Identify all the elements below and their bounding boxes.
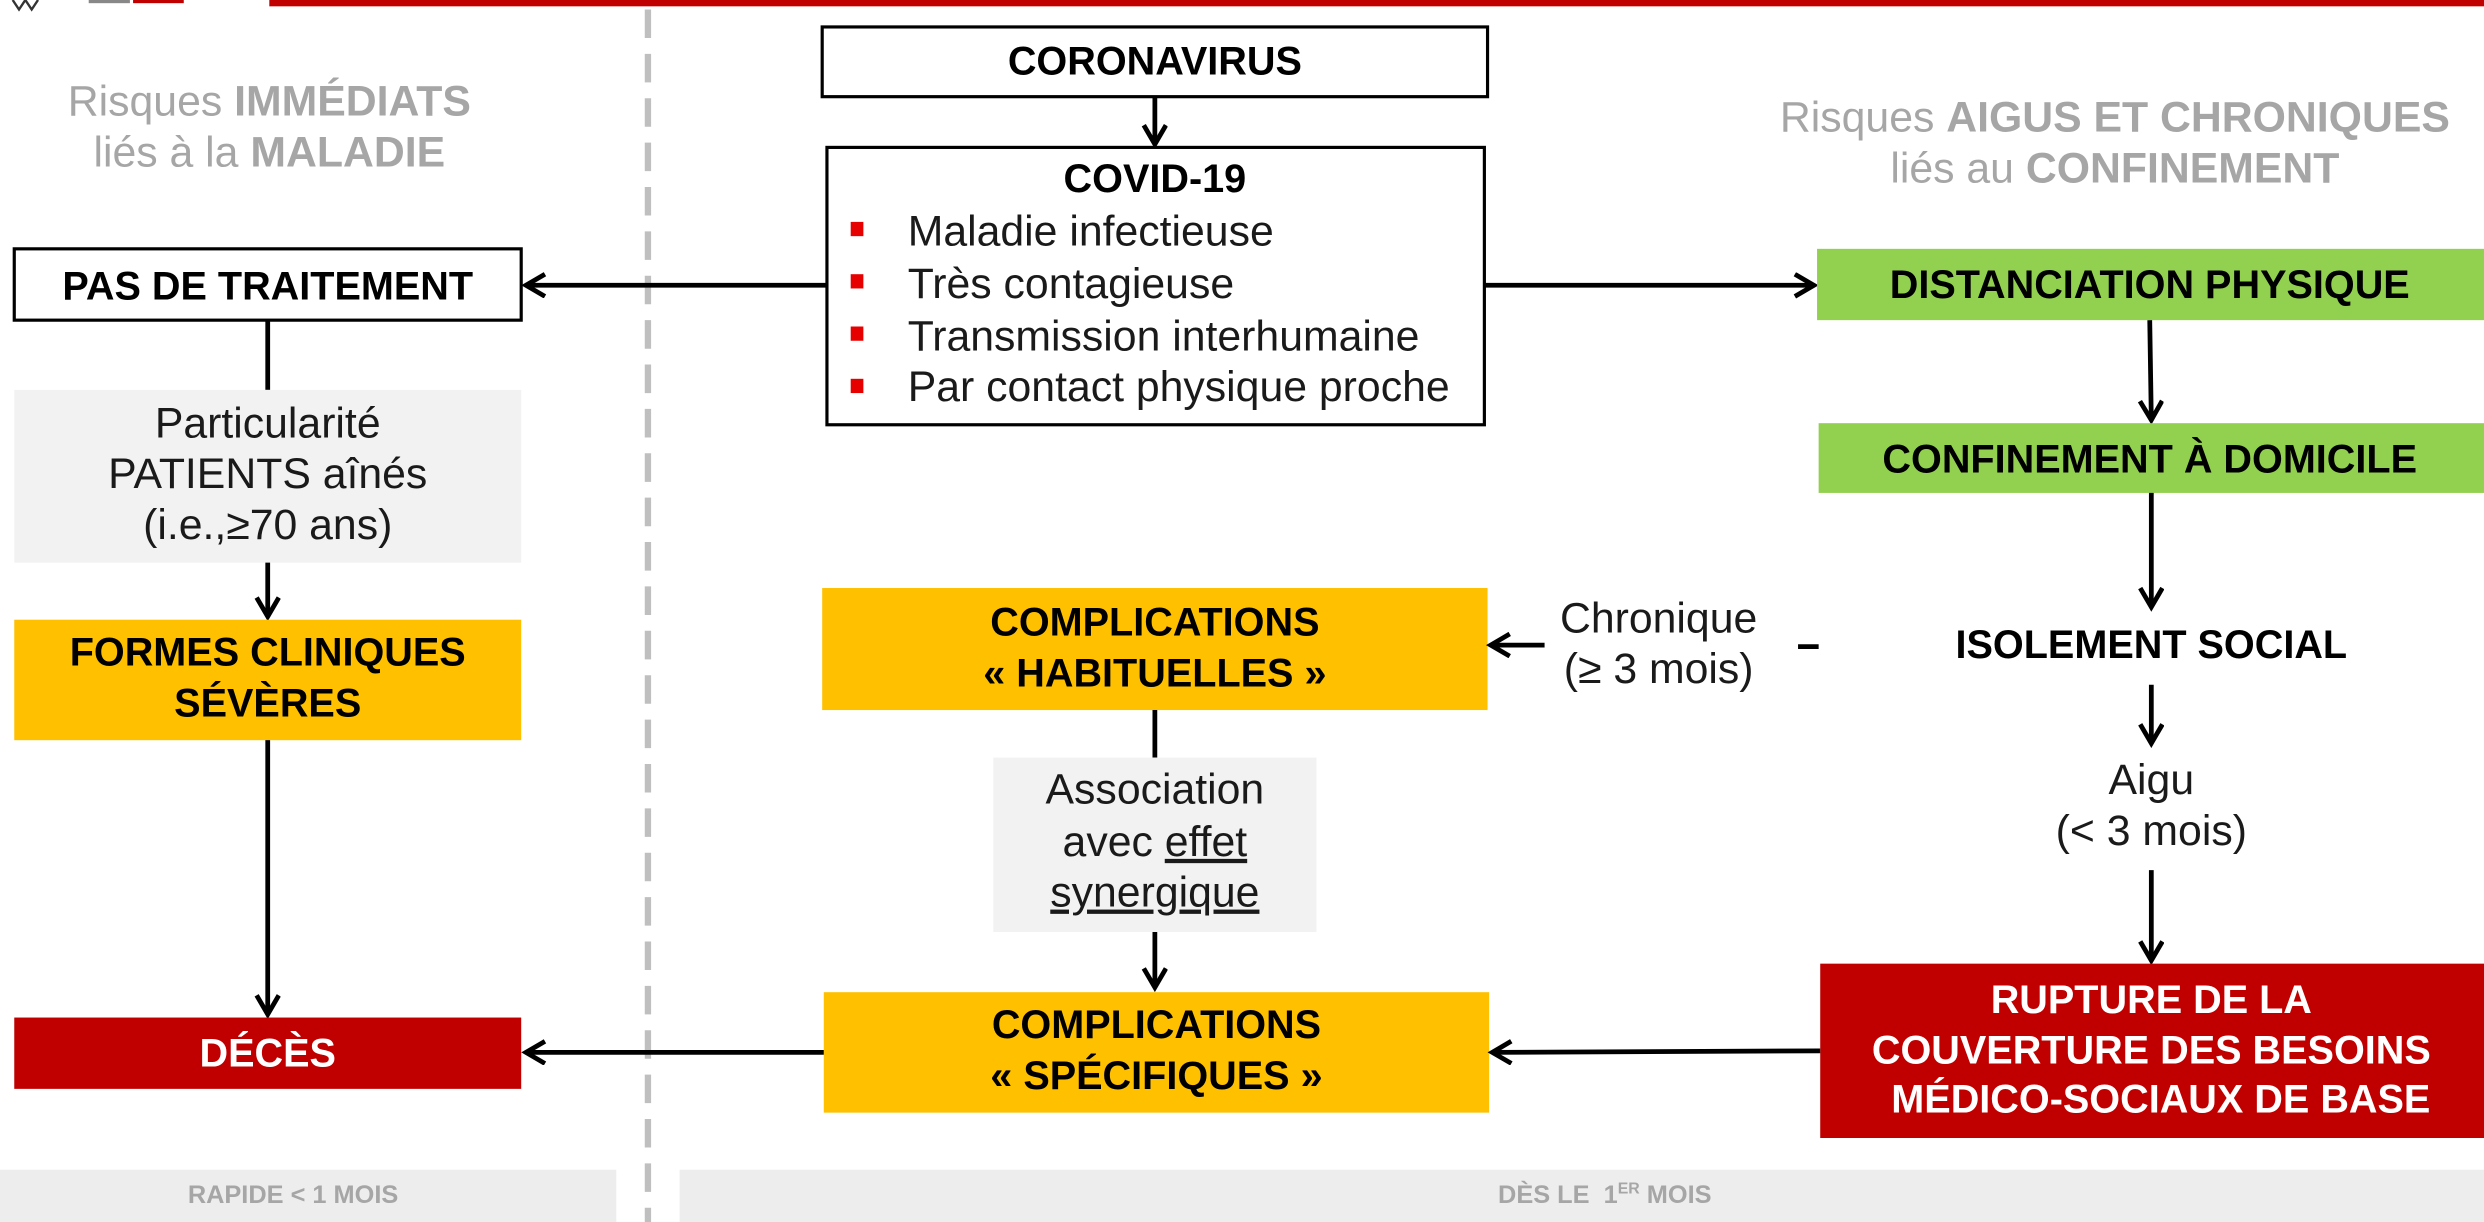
note-association-line-2: avec effet xyxy=(1063,818,1248,866)
note-association: Association avec effet synergique xyxy=(993,757,1317,932)
node-formes-cliniques-line-1: FORMES CLINIQUES xyxy=(70,631,466,675)
header-left-line-2: liés à la MALADIE xyxy=(94,128,446,176)
node-coronavirus: CORONAVIRUS xyxy=(820,25,1490,99)
header-left-prefix-1: Risques xyxy=(68,78,234,126)
label-aigu-line-1: Aigu xyxy=(2109,756,2195,804)
node-complications-habituelles: COMPLICATIONS « HABITUELLES » xyxy=(822,588,1488,711)
note-association-effet: effet xyxy=(1165,818,1248,866)
node-deces: DÉCÈS xyxy=(14,1017,522,1089)
node-covid: COVID-19 Maladie infectieuse Très contag… xyxy=(825,145,1486,427)
node-formes-cliniques-line-2: SÉVÈRES xyxy=(174,681,361,725)
covid-bullet-3: Transmission interhumaine xyxy=(908,312,1420,360)
header-right-prefix-2: liés au xyxy=(1890,144,2025,192)
node-complications-habituelles-line-1: COMPLICATIONS xyxy=(990,601,1319,645)
covid-bullet-2: Très contagieuse xyxy=(908,260,1234,308)
node-rupture-line-3: MÉDICO-SOCIAUX DE BASE xyxy=(1891,1078,2430,1122)
header-right-line-1: Risques AIGUS ET CHRONIQUES xyxy=(1780,94,2450,142)
node-formes-cliniques: FORMES CLINIQUES SÉVÈRES xyxy=(14,619,522,741)
note-association-line-1: Association xyxy=(1046,766,1265,814)
timeline-right-prefix: DÈS LE 1 xyxy=(1498,1180,1618,1209)
note-particularite: Particularité PATIENTS aînés (i.e.,≥70 a… xyxy=(14,389,522,563)
node-pas-de-traitement: PAS DE TRAITEMENT xyxy=(12,247,523,322)
node-rupture: RUPTURE DE LA COUVERTURE DES BESOINS MÉD… xyxy=(1820,963,2484,1138)
node-deces-label: DÉCÈS xyxy=(200,1032,336,1076)
node-complications-specifiques-line-1: COMPLICATIONS xyxy=(992,1003,1321,1047)
node-coronavirus-label: CORONAVIRUS xyxy=(1008,39,1302,83)
header-left-bold-1: IMMÉDIATS xyxy=(234,78,471,126)
header-right-bold-1: AIGUS ET CHRONIQUES xyxy=(1946,94,2450,142)
covid-bullet-1: Maladie infectieuse xyxy=(908,208,1274,256)
node-rupture-line-1: RUPTURE DE LA xyxy=(1991,978,2312,1022)
arrow-rupture-to-specifiques xyxy=(1492,1051,1821,1053)
timeline-right-superscript: ER xyxy=(1618,1180,1641,1197)
header-left: Risques IMMÉDIATS liés à la MALADIE xyxy=(68,78,471,177)
header-right: Risques AIGUS ET CHRONIQUES liés au CONF… xyxy=(1780,94,2450,193)
covid-bullet-4: Par contact physique proche xyxy=(908,363,1450,411)
node-isolement: ISOLEMENT SOCIAL xyxy=(1956,623,2348,667)
arrow-distanciation-to-confinement xyxy=(2150,320,2152,420)
header-right-prefix-1: Risques xyxy=(1780,94,1946,142)
label-aigu: Aigu (< 3 mois) xyxy=(2056,756,2247,855)
node-complications-specifiques: COMPLICATIONS « SPÉCIFIQUES » xyxy=(823,992,1490,1113)
logo xyxy=(0,0,270,12)
timeline-right-suffix: MOIS xyxy=(1640,1181,1712,1209)
node-distanciation: DISTANCIATION PHYSIQUE xyxy=(1817,248,2484,321)
top-brand-bar xyxy=(0,0,2484,7)
note-particularite-line-3: (i.e.,≥70 ans) xyxy=(143,501,392,549)
node-covid-title: COVID-19 xyxy=(1064,157,1247,201)
node-pas-de-traitement-label: PAS DE TRAITEMENT xyxy=(62,265,473,309)
label-aigu-line-2: (< 3 mois) xyxy=(2056,807,2247,855)
header-left-prefix-2: liés à la xyxy=(94,128,251,176)
bullet-icon xyxy=(850,378,864,394)
node-isolement-label: ISOLEMENT SOCIAL xyxy=(1956,623,2348,667)
label-chronique: Chronique (≥ 3 mois) xyxy=(1560,594,1757,693)
node-rupture-line-2: COUVERTURE DES BESOINS xyxy=(1872,1028,2431,1072)
note-particularite-line-2: PATIENTS aînés xyxy=(108,450,427,498)
header-right-line-2: liés au CONFINEMENT xyxy=(1890,144,2339,192)
node-confinement: CONFINEMENT À DOMICILE xyxy=(1818,423,2484,493)
note-particularite-line-1: Particularité xyxy=(155,399,381,447)
label-chronique-line-1: Chronique xyxy=(1560,594,1757,642)
node-complications-specifiques-line-2: « SPÉCIFIQUES » xyxy=(990,1054,1322,1098)
node-confinement-label: CONFINEMENT À DOMICILE xyxy=(1882,437,2417,481)
header-left-bold-2: MALADIE xyxy=(250,128,445,176)
header-left-line-1: Risques IMMÉDIATS xyxy=(68,78,471,126)
timeline-right-label: DÈS LE 1ER MOIS xyxy=(1498,1180,1711,1209)
timeline-right: DÈS LE 1ER MOIS xyxy=(679,1169,2484,1222)
note-association-line-3: synergique xyxy=(1050,869,1259,917)
label-chronique-line-2: (≥ 3 mois) xyxy=(1564,645,1754,693)
note-association-avec: avec xyxy=(1063,818,1165,866)
bullet-icon xyxy=(850,221,864,237)
bullet-icon xyxy=(850,274,864,289)
node-complications-habituelles-line-2: « HABITUELLES » xyxy=(983,651,1326,695)
timeline-left-label: RAPIDE < 1 MOIS xyxy=(188,1181,398,1209)
bullet-icon xyxy=(850,326,864,341)
header-right-bold-2: CONFINEMENT xyxy=(2026,144,2340,192)
node-distanciation-label: DISTANCIATION PHYSIQUE xyxy=(1890,263,2410,307)
timeline-left: RAPIDE < 1 MOIS xyxy=(0,1169,617,1222)
